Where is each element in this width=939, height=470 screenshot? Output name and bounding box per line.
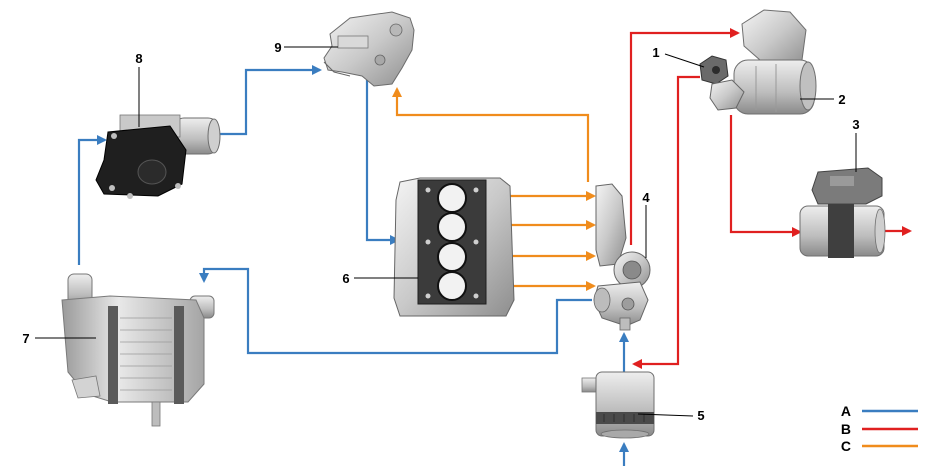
callout-4: 4 xyxy=(642,190,650,205)
legend: A B C xyxy=(841,403,918,454)
flow-b-catalyst-to-muffler xyxy=(729,115,802,237)
callout-leaders xyxy=(35,46,857,417)
cylinder-bore-1 xyxy=(437,183,467,213)
throttle-body xyxy=(95,114,221,199)
callout-7: 7 xyxy=(22,331,29,346)
cylinder-bore-2 xyxy=(437,212,467,242)
air-filter-duct xyxy=(581,371,655,439)
callout-5: 5 xyxy=(697,408,704,423)
flow-c-recirc-to-manifold xyxy=(392,87,590,182)
flow-a-throttle-to-manifold xyxy=(218,65,322,136)
callout-9: 9 xyxy=(274,40,281,55)
exhaust-muffler-actuator xyxy=(799,167,886,258)
legend-label-b: B xyxy=(841,421,851,437)
legend-label-a: A xyxy=(841,403,851,419)
callout-labels: 1 2 3 4 5 6 7 8 9 xyxy=(22,40,859,423)
callout-8: 8 xyxy=(135,51,142,66)
flow-b-egr-return xyxy=(632,75,700,369)
flow-lines-b xyxy=(629,28,912,369)
callout-1: 1 xyxy=(652,45,659,60)
flow-a-intercooler-to-throttle xyxy=(77,135,107,265)
flow-b-turbo-to-catalyst xyxy=(629,28,740,245)
turbocharger xyxy=(593,183,651,331)
legend-label-c: C xyxy=(841,438,851,454)
flow-a-manifold-to-block xyxy=(365,80,400,245)
callout-3: 3 xyxy=(852,117,859,132)
cylinder-bore-4 xyxy=(437,271,467,301)
intercooler xyxy=(61,273,215,427)
legend-item-b: B xyxy=(841,421,918,437)
legend-item-a: A xyxy=(841,403,918,419)
cylinder-bore-3 xyxy=(437,242,467,272)
leader-1 xyxy=(664,53,705,68)
egr-valve-sensor xyxy=(699,55,745,111)
callout-6: 6 xyxy=(342,271,349,286)
cylinder-block-gasket xyxy=(393,177,515,317)
catalytic-converter xyxy=(733,9,817,115)
legend-item-c: C xyxy=(841,438,918,454)
flow-lines-a xyxy=(77,65,629,466)
callout-2: 2 xyxy=(838,92,845,107)
intake-manifold xyxy=(323,11,415,87)
flow-a-turbo-to-intercooler xyxy=(199,267,592,355)
leader-5 xyxy=(637,413,694,417)
